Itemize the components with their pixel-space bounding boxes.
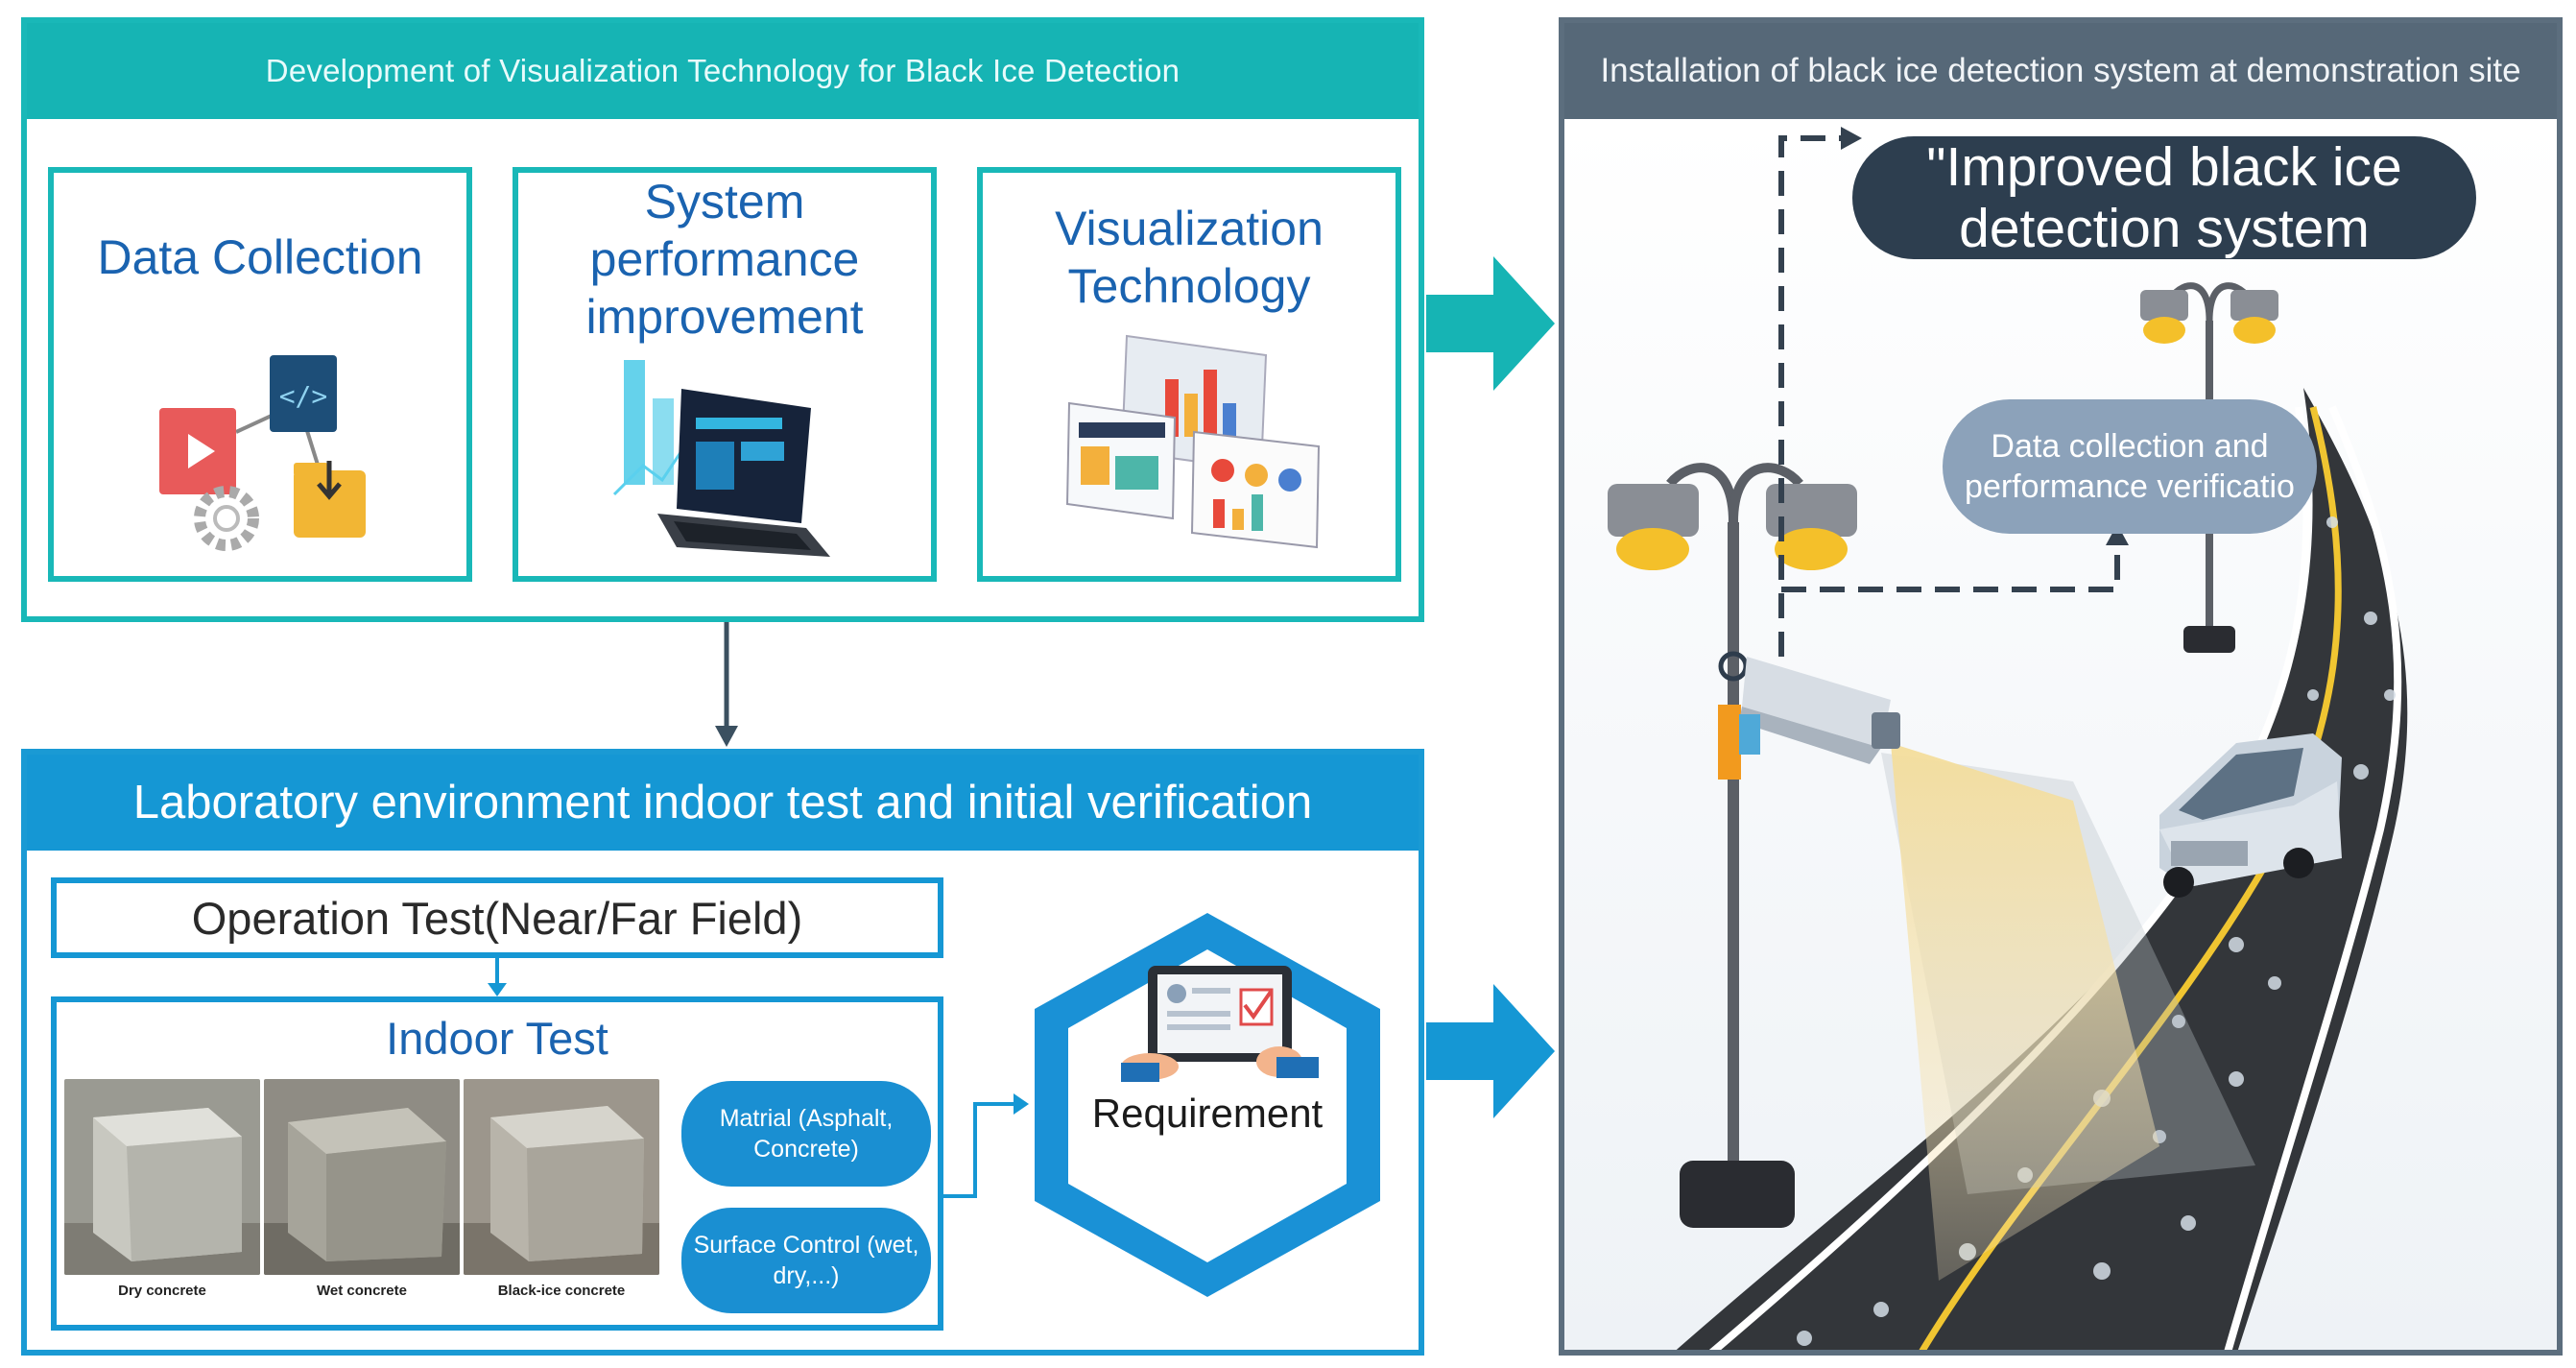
visualization-technology-card: Visualization Technology — [977, 167, 1401, 582]
requirement-label: Requirement — [1091, 1091, 1324, 1136]
visualization-technology-title: Visualization Technology — [1055, 202, 1324, 313]
indoor-test-title: Indoor Test — [386, 1013, 608, 1064]
indoor-test-box: Indoor Test Dry concrete Wet concrete Bl… — [51, 996, 943, 1331]
surface-control-pill: Surface Control (wet, dry,...) — [681, 1208, 931, 1313]
data-collection-card: Data Collection </> — [48, 167, 472, 582]
svg-text:</>: </> — [279, 380, 328, 412]
tablet-checklist-icon — [1121, 966, 1319, 1082]
requirement-hexagon — [1035, 913, 1380, 1297]
road-scene-illustration — [1564, 119, 2557, 1350]
car-icon — [2159, 733, 2342, 898]
wet-concrete-label: Wet concrete — [317, 1283, 407, 1299]
system-performance-title: System performance improvement — [585, 175, 864, 344]
data-collection-title: Data Collection — [97, 230, 423, 284]
dashboard-screens-icon — [1065, 334, 1321, 549]
dry-concrete-photo — [64, 1079, 260, 1275]
top-panel-title: Development of Visualization Technology … — [27, 23, 1419, 119]
blue-arrow-right-icon — [1426, 984, 1555, 1118]
right-panel-title: Installation of black ice detection syst… — [1564, 23, 2557, 119]
laptop-chart-icon — [612, 360, 830, 557]
system-performance-card: System performance improvement — [513, 167, 937, 582]
down-arrow-icon — [715, 622, 738, 747]
indoor-to-requirement-arrow-icon — [942, 1093, 1029, 1198]
visualization-development-panel: Development of Visualization Technology … — [21, 17, 1424, 622]
dry-concrete-label: Dry concrete — [118, 1283, 206, 1299]
operation-to-indoor-arrow-icon — [488, 958, 507, 996]
bottom-panel-title: Laboratory environment indoor test and i… — [27, 755, 1419, 851]
wet-concrete-photo — [264, 1079, 460, 1275]
demonstration-site-panel: Installation of black ice detection syst… — [1559, 17, 2563, 1356]
teal-arrow-right-icon — [1426, 256, 1555, 391]
improved-detection-system-pill: "Improved black ice detection system — [1852, 136, 2476, 259]
laboratory-test-panel: Laboratory environment indoor test and i… — [21, 749, 1424, 1356]
black-ice-concrete-photo — [464, 1079, 659, 1275]
data-collection-icon: </> — [159, 355, 366, 551]
data-collection-verification-pill: Data collection and performance verifica… — [1943, 399, 2317, 534]
operation-test-box: Operation Test(Near/Far Field) — [51, 877, 943, 958]
black-ice-concrete-label: Black-ice concrete — [497, 1283, 626, 1299]
material-pill: Matrial (Asphalt, Concrete) — [681, 1081, 931, 1187]
